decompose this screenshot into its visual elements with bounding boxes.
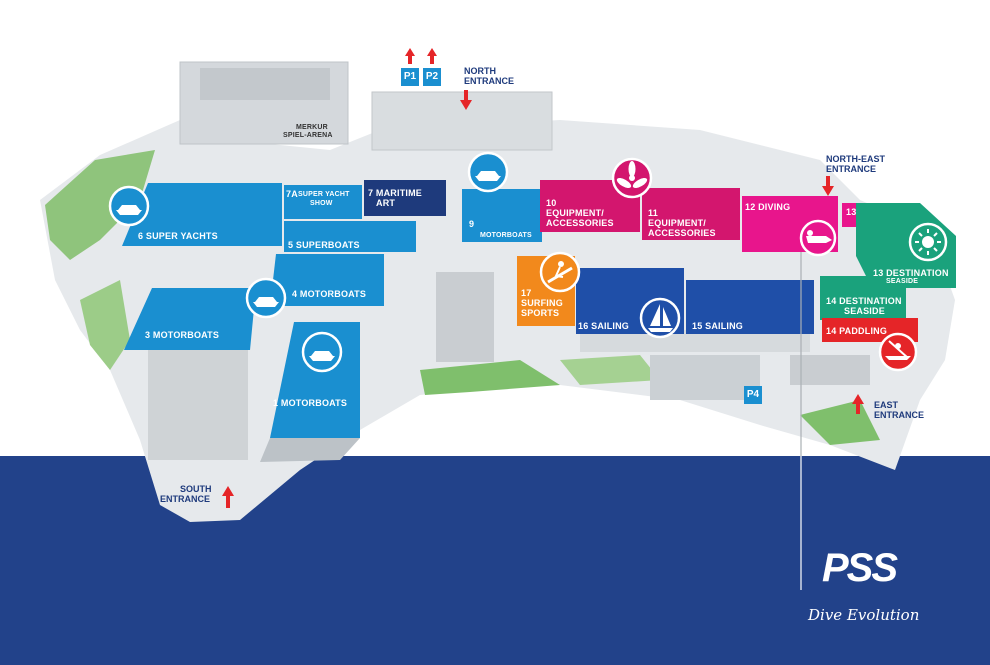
hall-16-label: 16 SAILING	[578, 321, 630, 331]
brand-tagline: Dive Evolution	[808, 606, 920, 624]
sailboat-icon	[639, 297, 681, 339]
hall-4	[270, 254, 384, 306]
hall-9	[462, 189, 542, 242]
hall-7a-label: SUPER YACHT	[298, 191, 350, 198]
arena-label-1: MERKUR	[296, 124, 328, 131]
hall-13a-label: 13	[846, 207, 857, 217]
east-entrance-label: EAST	[874, 400, 899, 410]
hall-9-label: 9	[469, 219, 475, 229]
hall-10-label: EQUIPMENT/	[546, 208, 605, 218]
hall-7	[364, 180, 446, 216]
diver-icon	[799, 219, 837, 257]
gray-building	[148, 350, 248, 460]
up-arrow-icon	[427, 48, 437, 64]
hall-7a-label: 7a	[286, 189, 298, 199]
up-arrow-icon	[852, 394, 864, 414]
hall-3-label: 3 MOTORBOATS	[145, 330, 220, 340]
hall-7-label: ART	[376, 198, 396, 208]
hall-15-label: 15 SAILING	[692, 321, 744, 331]
hall-13-label: SEASIDE	[886, 278, 919, 285]
gray-building	[650, 355, 760, 400]
hall-11-label: 11	[648, 208, 658, 218]
hall-14-seaside	[820, 276, 906, 320]
motorboat-icon	[108, 185, 150, 227]
park-green	[80, 280, 130, 370]
motorboat-icon	[467, 151, 509, 193]
south-entrance-label: ENTRANCE	[160, 494, 211, 504]
arena-label-2: SPIEL-ARENA	[283, 132, 333, 139]
hall-7a	[284, 185, 362, 219]
motorboat-icon	[301, 331, 343, 373]
down-arrow-icon	[822, 176, 834, 196]
hall-14p-label: 14 PADDLING	[826, 326, 888, 336]
surfer-icon	[539, 251, 581, 293]
hall-3	[124, 288, 256, 350]
north-entrance-label: NORTH	[464, 66, 496, 76]
hall-10-label: 10	[546, 198, 557, 208]
hall-7-label: 7 MARITIME	[368, 188, 423, 198]
gray-building	[436, 272, 494, 362]
park-green	[45, 150, 155, 260]
up-arrow-icon	[222, 486, 234, 508]
hall-10-label: ACCESSORIES	[546, 218, 614, 228]
south-entrance-label: SOUTH	[180, 484, 212, 494]
hall-11-label: ACCESSORIES	[648, 228, 716, 238]
hall-12-label: 12 DIVING	[745, 202, 791, 212]
hall-14-label: 14 DESTINATION	[826, 296, 902, 306]
gray-building	[580, 330, 810, 352]
hall-5	[284, 221, 416, 252]
arena-roof	[200, 68, 330, 100]
hall-7a-label: SHOW	[310, 200, 333, 207]
hall-11	[642, 188, 740, 240]
parking-p2: P2	[423, 68, 441, 86]
hall-17-label: 17	[521, 288, 532, 298]
gray-building	[790, 355, 870, 385]
east-entrance-label: ENTRANCE	[874, 410, 925, 420]
down-arrow-icon	[460, 90, 472, 110]
motorboat-icon	[245, 277, 287, 319]
propeller-icon	[611, 157, 653, 199]
hall-9-label: MOTORBOATS	[480, 232, 532, 239]
up-arrow-icon	[405, 48, 415, 64]
hall-15	[686, 280, 814, 334]
hall-17-label: SPORTS	[521, 308, 560, 318]
parking-p1: P1	[401, 68, 419, 86]
hall-14-label: SEASIDE	[844, 306, 885, 316]
north-entrance-label: ENTRANCE	[464, 76, 515, 86]
kayak-icon	[878, 332, 918, 372]
north-east-entrance-label: NORTH-EAST	[826, 154, 885, 164]
hall-5-label: 5 SUPERBOATS	[288, 240, 360, 250]
park-green	[560, 355, 660, 385]
hall-6	[122, 183, 282, 246]
hall-13-label: 13 DESTINATION	[873, 268, 949, 278]
parking-p4: P4	[744, 386, 762, 404]
sun-icon	[908, 222, 948, 262]
hall-1-label: 1 MOTORBOATS	[273, 398, 348, 408]
park-green	[420, 360, 560, 395]
hall-4-label: 4 MOTORBOATS	[292, 289, 367, 299]
hall-6-label: 6 SUPER YACHTS	[138, 231, 218, 241]
north-east-entrance-label: ENTRANCE	[826, 164, 877, 174]
hall-17-label: SURFING	[521, 298, 563, 308]
hall-1-hatch	[260, 438, 360, 462]
pss-logo: PSS	[822, 546, 898, 590]
hall-11-label: EQUIPMENT/	[648, 218, 707, 228]
